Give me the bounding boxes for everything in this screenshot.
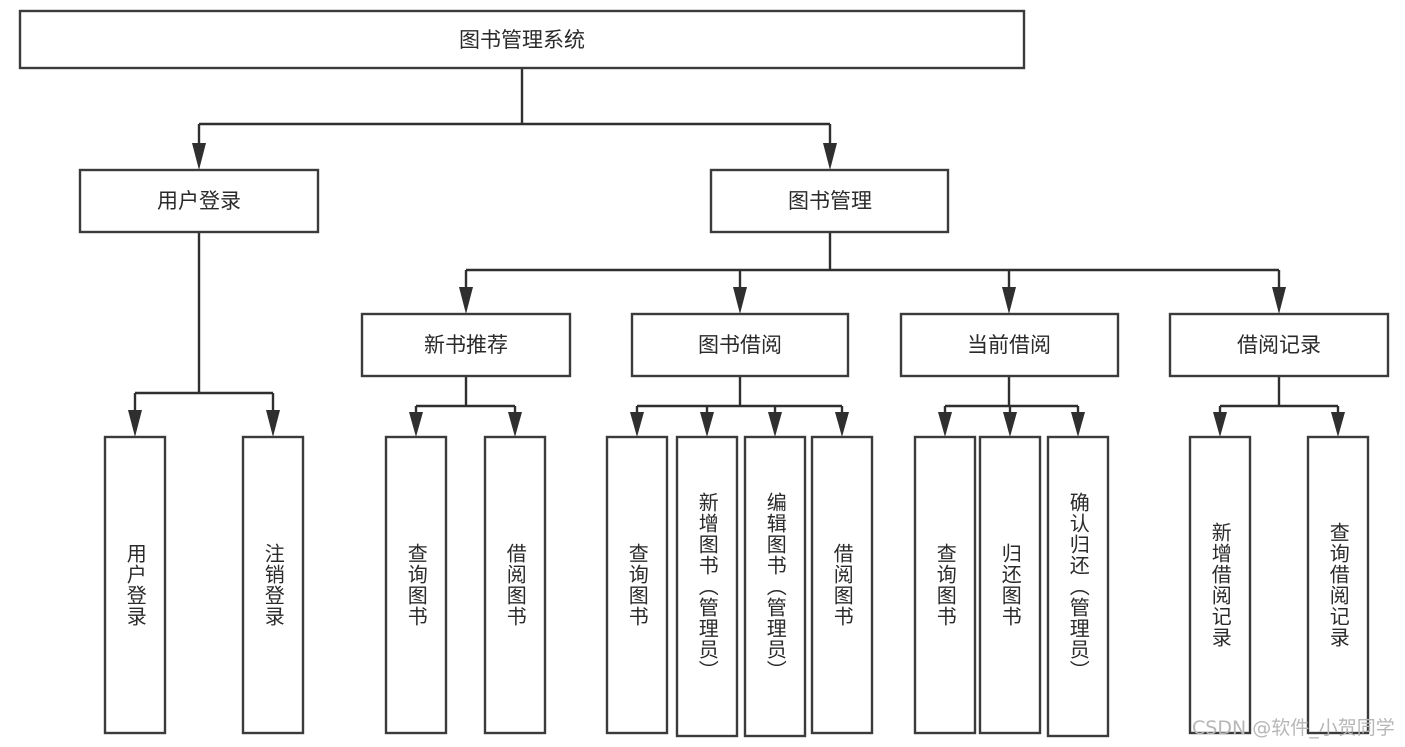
label-new-book-recommend: 新书推荐 xyxy=(424,333,508,357)
watermark-text: CSDN @软件_小贺同学 xyxy=(1192,717,1395,739)
arrow-head-user-login xyxy=(192,143,206,170)
arrow-head-book-borrow-leaf-3 xyxy=(835,412,849,437)
label-root: 图书管理系统 xyxy=(459,28,585,52)
arrow-head-book-borrow xyxy=(733,287,747,314)
arrow-head-user-login-leaf-1 xyxy=(266,410,280,437)
leaf-box-book-borrow-2[interactable] xyxy=(743,435,807,738)
leaf-box-user-login-0[interactable] xyxy=(103,435,167,735)
arrow-head-book-borrow-leaf-2 xyxy=(768,412,782,437)
connector-group-root xyxy=(192,68,837,170)
arrow-head-book-mgmt xyxy=(823,143,837,170)
connector-group-book-borrow xyxy=(630,376,849,437)
arrow-head-current-borrow-leaf-2 xyxy=(1071,412,1085,437)
connector-group-borrow-record xyxy=(1213,376,1345,437)
arrow-head-new-book-leaf-0 xyxy=(409,412,423,437)
leaf-box-user-login-1[interactable] xyxy=(241,435,305,735)
arrow-head-current-borrow-leaf-0 xyxy=(938,412,952,437)
connector-group-new-book xyxy=(409,376,522,437)
label-borrow-record: 借阅记录 xyxy=(1237,333,1321,357)
leaf-box-book-borrow-1[interactable] xyxy=(675,435,739,738)
arrow-head-book-borrow-leaf-0 xyxy=(630,412,644,437)
arrow-head-new-book-leaf-1 xyxy=(508,412,522,437)
arrow-head-user-login-leaf-0 xyxy=(128,410,142,437)
node-user-login[interactable] xyxy=(78,168,320,234)
leaf-box-borrow-record-0[interactable] xyxy=(1188,435,1252,735)
label-current-borrow: 当前借阅 xyxy=(967,333,1051,357)
node-book-borrow[interactable] xyxy=(630,312,850,378)
arrow-head-new-book xyxy=(459,287,473,314)
label-user-login: 用户登录 xyxy=(157,189,241,213)
label-book-borrow: 图书借阅 xyxy=(698,333,782,357)
leaf-box-new-book-0[interactable] xyxy=(384,435,448,735)
leaf-box-new-book-1[interactable] xyxy=(483,435,547,735)
leaf-box-book-borrow-3[interactable] xyxy=(810,435,874,735)
connector-group-user-login xyxy=(128,232,280,437)
leaf-box-borrow-record-1[interactable] xyxy=(1306,435,1370,735)
arrow-head-borrow-record xyxy=(1272,287,1286,314)
leaf-box-current-borrow-0[interactable] xyxy=(913,435,977,735)
arrow-head-current-borrow xyxy=(1002,287,1016,314)
node-book-management[interactable] xyxy=(709,168,950,234)
arrow-head-current-borrow-leaf-1 xyxy=(1003,412,1017,437)
connector-group-book-mgmt xyxy=(459,232,1286,314)
node-borrow-record[interactable] xyxy=(1168,312,1390,378)
label-book-management: 图书管理 xyxy=(788,189,872,213)
leaf-box-current-borrow-1[interactable] xyxy=(978,435,1042,735)
leaf-box-book-borrow-0[interactable] xyxy=(605,435,669,735)
leaf-box-current-borrow-2[interactable] xyxy=(1046,435,1110,738)
arrow-head-book-borrow-leaf-1 xyxy=(700,412,714,437)
node-root[interactable] xyxy=(18,9,1026,70)
arrow-head-borrow-record-leaf-0 xyxy=(1213,412,1227,437)
node-new-book-recommend[interactable] xyxy=(360,312,572,378)
node-current-borrow[interactable] xyxy=(899,312,1120,378)
connector-group-current-borrow xyxy=(938,376,1085,437)
arrow-head-borrow-record-leaf-1 xyxy=(1331,412,1345,437)
